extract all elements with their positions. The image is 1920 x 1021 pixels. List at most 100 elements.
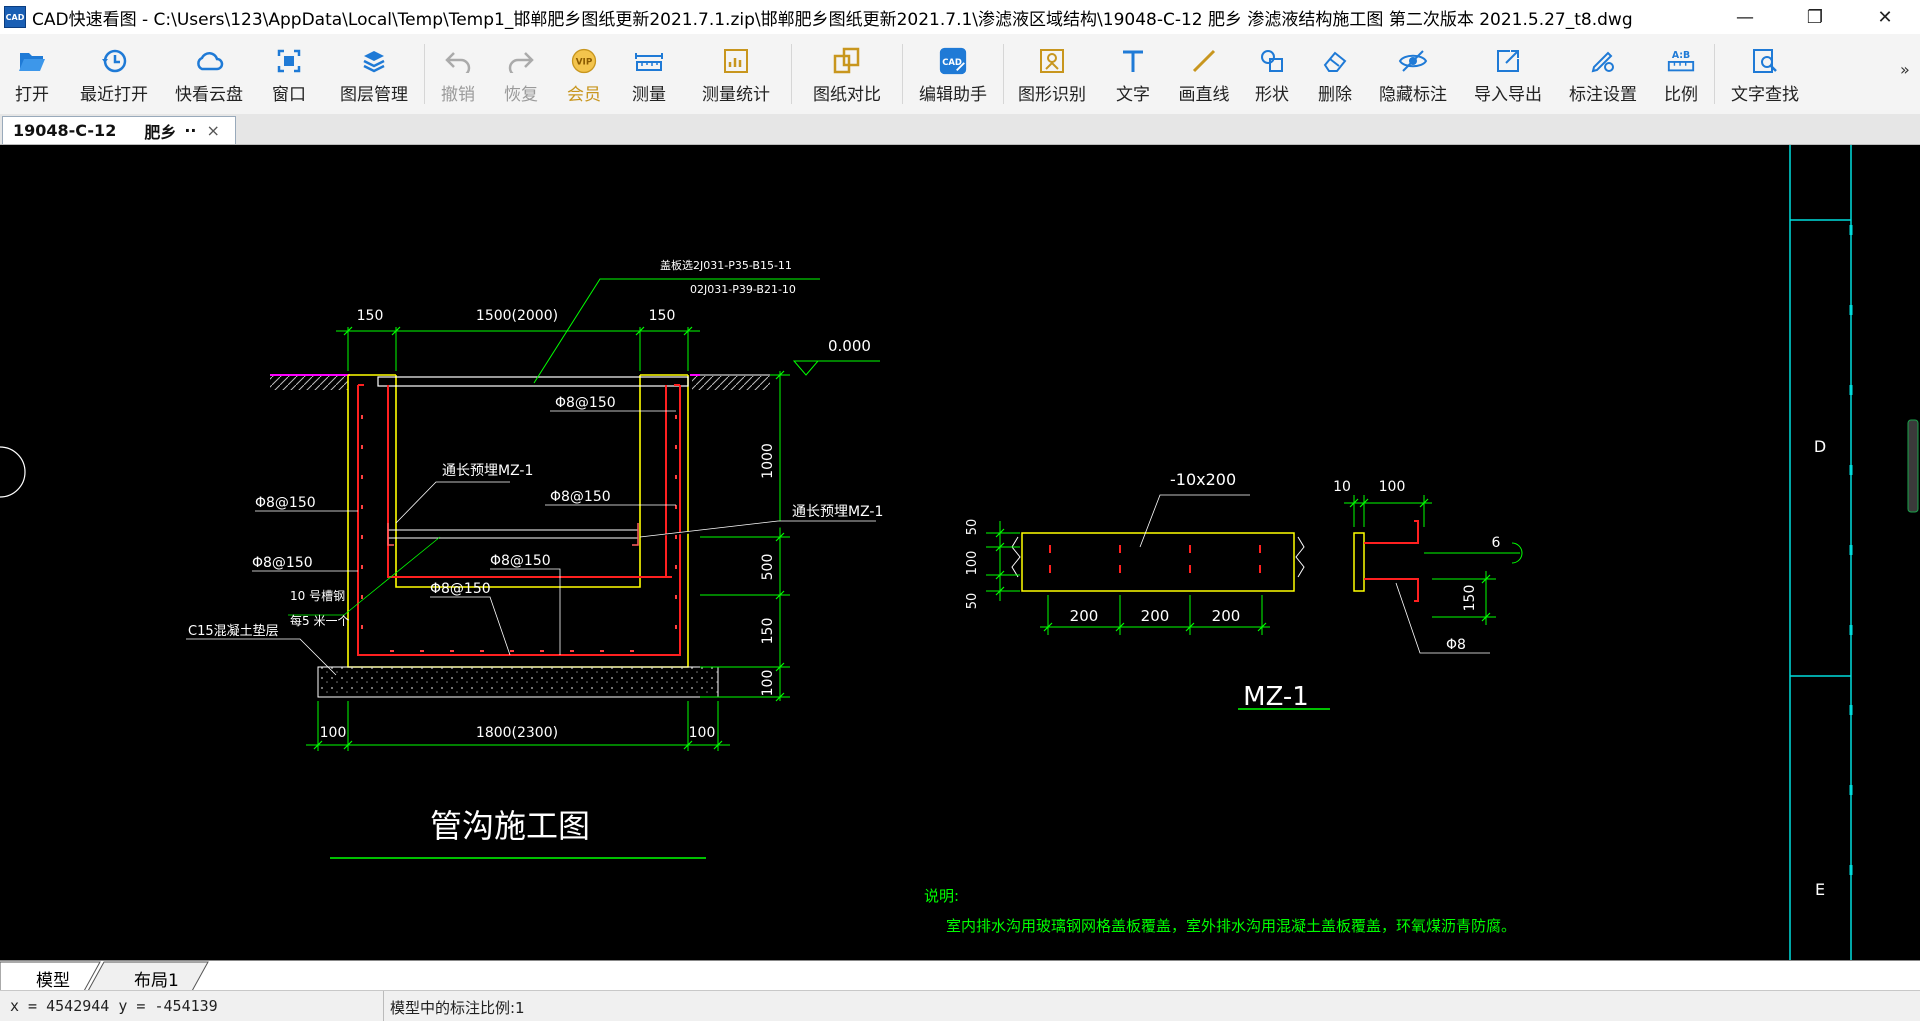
ruler-icon xyxy=(634,46,664,76)
minimize-button[interactable]: — xyxy=(1736,6,1754,28)
side-rebar-label: Φ8 xyxy=(1446,637,1466,653)
window-button[interactable]: 窗口 xyxy=(254,34,324,114)
side-6-arc xyxy=(1511,542,1523,564)
notes-line-end: 青防腐。 xyxy=(1456,917,1516,935)
rebar-outline xyxy=(357,385,681,656)
rebar-left-2-label: Φ8@150 xyxy=(252,555,313,571)
mz1-detail-view: -10x200 50 100 50 200 200 200 MZ-1 10 10… xyxy=(965,470,1523,712)
channel-leader xyxy=(288,536,441,616)
mz-dim-200-a: 200 xyxy=(1070,607,1099,625)
soil-hatch-left xyxy=(270,376,348,390)
tab-model-shape[interactable] xyxy=(0,961,101,991)
close-tab-icon[interactable]: × xyxy=(206,121,220,140)
bottom-dimension-ticks xyxy=(313,740,723,750)
dim-1800: 1800(2300) xyxy=(476,725,558,741)
document-tab-suffix: 肥乡 xyxy=(144,122,177,142)
channel-label-1: 10 号槽钢 xyxy=(290,589,345,603)
side-rebar-leader xyxy=(1395,582,1490,654)
soil-hatch-right xyxy=(692,376,770,390)
shapes-label: 形状 xyxy=(1255,85,1289,105)
toolbar-more-button[interactable]: » xyxy=(1900,60,1910,79)
shapes-button[interactable]: 形状 xyxy=(1242,34,1302,114)
mz-dim-50-top: 50 xyxy=(965,519,980,536)
dim-v-500: 500 xyxy=(760,554,776,581)
compare-label: 图纸对比 xyxy=(813,85,881,105)
text-search-button[interactable]: 文字查找 xyxy=(1715,34,1815,114)
open-button[interactable]: 打开 xyxy=(0,34,64,114)
hide-annotations-button[interactable]: 隐藏标注 xyxy=(1368,34,1458,114)
compare-button[interactable]: 图纸对比 xyxy=(792,34,902,114)
recent-button[interactable]: 最近打开 xyxy=(64,34,164,114)
toolbar-separator xyxy=(902,44,903,104)
scale-icon: A:B xyxy=(1666,46,1696,76)
plate-label: -10x200 xyxy=(1170,470,1236,489)
scale-button[interactable]: A:B 比例 xyxy=(1648,34,1714,114)
frame-label-d: D xyxy=(1814,437,1826,456)
tab-layout1[interactable]: 布局1 xyxy=(134,971,179,991)
draw-line-label: 画直线 xyxy=(1178,85,1230,105)
text-search-icon xyxy=(1750,46,1780,76)
toolbar-separator xyxy=(791,44,792,104)
cover-ref-2: 02J031-P39-B21-10 xyxy=(690,283,796,296)
layers-button[interactable]: 图层管理 xyxy=(324,34,424,114)
line-icon xyxy=(1189,46,1219,76)
tab-model[interactable]: 模型 xyxy=(36,971,70,991)
anchor-bar-marks xyxy=(1049,545,1261,573)
measure-label: 测量 xyxy=(632,85,666,105)
shape-recognize-button[interactable]: 图形识别 xyxy=(1004,34,1100,114)
cad-badge-text: CAD xyxy=(942,57,962,67)
annotation-settings-button[interactable]: 标注设置 xyxy=(1558,34,1648,114)
embed-2-label: 通长预埋MZ-1 xyxy=(792,504,883,520)
edit-assistant-button[interactable]: CAD 编辑助手 xyxy=(903,34,1003,114)
annotation-settings-label: 标注设置 xyxy=(1569,85,1637,105)
side-dim-100: 100 xyxy=(1379,479,1406,495)
rebar-3-leader xyxy=(490,568,561,655)
redo-button[interactable]: 恢复 xyxy=(491,34,551,114)
vip-badge-text: VIP xyxy=(576,58,593,68)
view-edge-marker xyxy=(0,446,26,498)
drawing-notes: 说明: 室内排水沟用玻璃钢网格盖板覆盖，室外排水沟用混凝土盖板覆盖，环氧煤沥 青… xyxy=(924,887,1516,935)
close-window-button[interactable]: ✕ xyxy=(1877,6,1893,28)
import-export-icon xyxy=(1493,46,1523,76)
measure-button[interactable]: 测量 xyxy=(617,34,681,114)
dim-v-150: 150 xyxy=(760,618,776,645)
cloud-button[interactable]: 快看云盘 xyxy=(164,34,254,114)
mz-dim-200-b: 200 xyxy=(1141,607,1170,625)
measure-stats-button[interactable]: 测量统计 xyxy=(681,34,791,114)
annotation-scale-text: 模型中的标注比例:1 xyxy=(390,999,525,1017)
document-tab[interactable]: 19048-C-12 肥乡 ·· × xyxy=(2,116,236,144)
text-button[interactable]: 文字 xyxy=(1100,34,1166,114)
toolbar-separator xyxy=(1714,44,1715,104)
c15-cushion-layer xyxy=(317,666,719,698)
canvas-scroll-handle[interactable] xyxy=(1907,419,1919,513)
shape-recognize-icon xyxy=(1037,46,1067,76)
undo-button[interactable]: 撤销 xyxy=(425,34,491,114)
measure-stats-label: 测量统计 xyxy=(702,85,770,105)
cloud-icon xyxy=(194,46,224,76)
window-label: 窗口 xyxy=(272,85,306,105)
draw-line-button[interactable]: 画直线 xyxy=(1166,34,1242,114)
compare-icon xyxy=(832,46,862,76)
hide-annotations-label: 隐藏标注 xyxy=(1379,85,1447,105)
level-text: 0.000 xyxy=(828,337,871,355)
embed-2-leader xyxy=(639,520,876,538)
measure-stats-icon xyxy=(721,46,751,76)
redo-label: 恢复 xyxy=(504,85,538,105)
delete-button[interactable]: 删除 xyxy=(1302,34,1368,114)
mz-dim-100: 100 xyxy=(965,551,980,576)
eraser-icon xyxy=(1320,46,1350,76)
mz-title: MZ-1 xyxy=(1243,682,1309,712)
rebar-distribution-marks xyxy=(361,415,677,652)
delete-label: 删除 xyxy=(1318,85,1352,105)
tab-layout1-shape[interactable] xyxy=(87,961,209,991)
vip-button[interactable]: VIP 会员 xyxy=(551,34,617,114)
plate-side-section xyxy=(1353,532,1365,592)
recent-label: 最近打开 xyxy=(80,85,148,105)
cloud-label: 快看云盘 xyxy=(175,85,243,105)
layers-label: 图层管理 xyxy=(340,85,408,105)
dim-1500: 1500(2000) xyxy=(476,308,558,324)
drawing-canvas[interactable]: 150 1500(2000) 150 盖板选2J031-P35-B15-11 0… xyxy=(0,145,1920,960)
text-search-label: 文字查找 xyxy=(1731,85,1799,105)
restore-button[interactable]: ❐ xyxy=(1806,6,1824,28)
import-export-button[interactable]: 导入导出 xyxy=(1458,34,1558,114)
